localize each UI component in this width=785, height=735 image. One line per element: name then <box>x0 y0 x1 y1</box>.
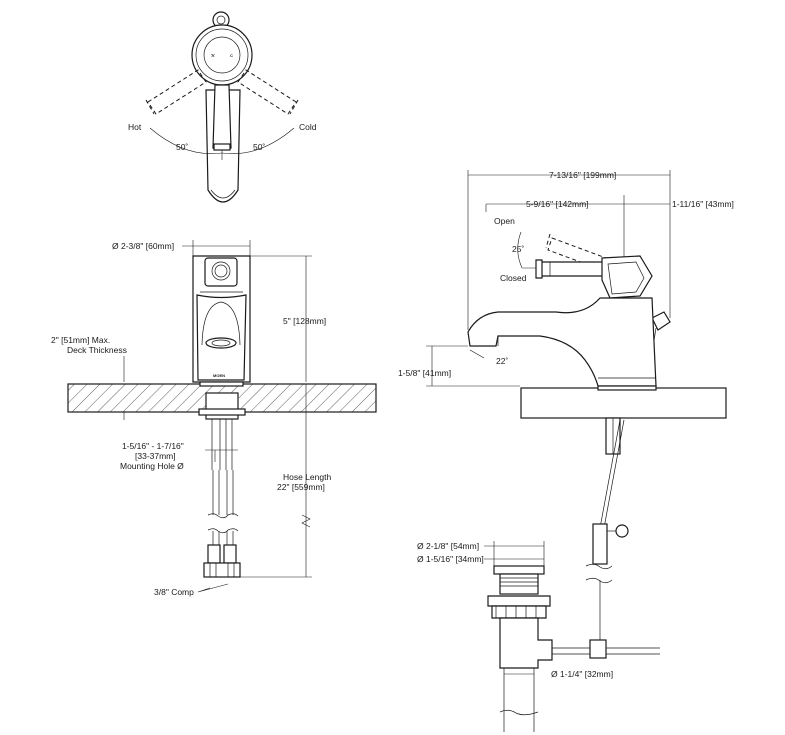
closed-label: Closed <box>500 273 527 283</box>
deck-thickness-label-1: 2" [51mm] Max. <box>51 335 110 345</box>
flange-diameter-label: Ø 2-1/8" [54mm] <box>417 541 479 551</box>
pop-up-drain <box>487 565 553 732</box>
pivot-clip <box>589 639 607 659</box>
lever-cold-position <box>237 69 299 115</box>
body-diameter-label: Ø 1-5/16" [34mm] <box>417 554 484 564</box>
angle-left-label: 50˚ <box>176 142 188 152</box>
rear-offset-label: 1-11/16" [43mm] <box>672 199 734 209</box>
open-label: Open <box>494 216 515 226</box>
height-label: 5" [128mm] <box>283 316 326 326</box>
handle-base <box>191 24 253 86</box>
faucet-body-side <box>467 297 657 387</box>
top-view: ℋ C Hot Cold 50˚ 50˚ <box>128 11 317 203</box>
overall-length-label: 7-13/16" [199mm] <box>549 170 616 180</box>
hose-length-label-2: 22" [559mm] <box>277 482 325 492</box>
mount-hole-label-2: [33-37mm] <box>135 451 176 461</box>
hot-label: Hot <box>128 122 142 132</box>
lever-center <box>212 84 232 149</box>
lever-hot-position <box>145 69 207 115</box>
lever-front <box>204 257 238 287</box>
svg-text:ℋ: ℋ <box>211 53 215 58</box>
compression-fittings <box>203 544 241 578</box>
hose-length-label-1: Hose Length <box>283 472 331 482</box>
mount-hole-label-3: Mounting Hole Ø <box>120 461 184 471</box>
comp-fitting-label: 3/8" Comp <box>154 587 194 597</box>
valve-body-side <box>601 255 653 299</box>
tailpiece-diameter-label: Ø 1-1/4" [32mm] <box>551 669 613 679</box>
spout-reach-label: 5-9/16" [142mm] <box>526 199 589 209</box>
deck-thickness-label-2: Deck Thickness <box>67 345 127 355</box>
front-view: Ø 2-3/8" [60mm] MOEN 5" [128mm] 2" [51mm… <box>51 240 377 597</box>
cold-label: Cold <box>299 122 317 132</box>
side-view: 7-13/16" [199mm] 5-9/16" [142mm] 1-11/16… <box>398 170 734 732</box>
base-diameter-label: Ø 2-3/8" [60mm] <box>112 241 174 251</box>
supply-hoses <box>207 470 239 545</box>
clevis-strap <box>592 523 608 565</box>
lever-angle-label: 25˚ <box>512 244 524 254</box>
spout-angle-label: 22˚ <box>496 356 508 366</box>
spring-clip <box>615 524 629 538</box>
brand-mark: MOEN <box>213 373 225 378</box>
spout-height-label: 1-5/8" [41mm] <box>398 368 451 378</box>
lift-rod-knob-side <box>651 311 671 331</box>
deck-side <box>520 387 727 419</box>
angle-right-label: 50˚ <box>253 142 265 152</box>
mount-hole-label-1: 1-5/16" - 1-7/16" <box>122 441 184 451</box>
aerator-front <box>205 337 237 349</box>
svg-text:C: C <box>230 53 233 58</box>
